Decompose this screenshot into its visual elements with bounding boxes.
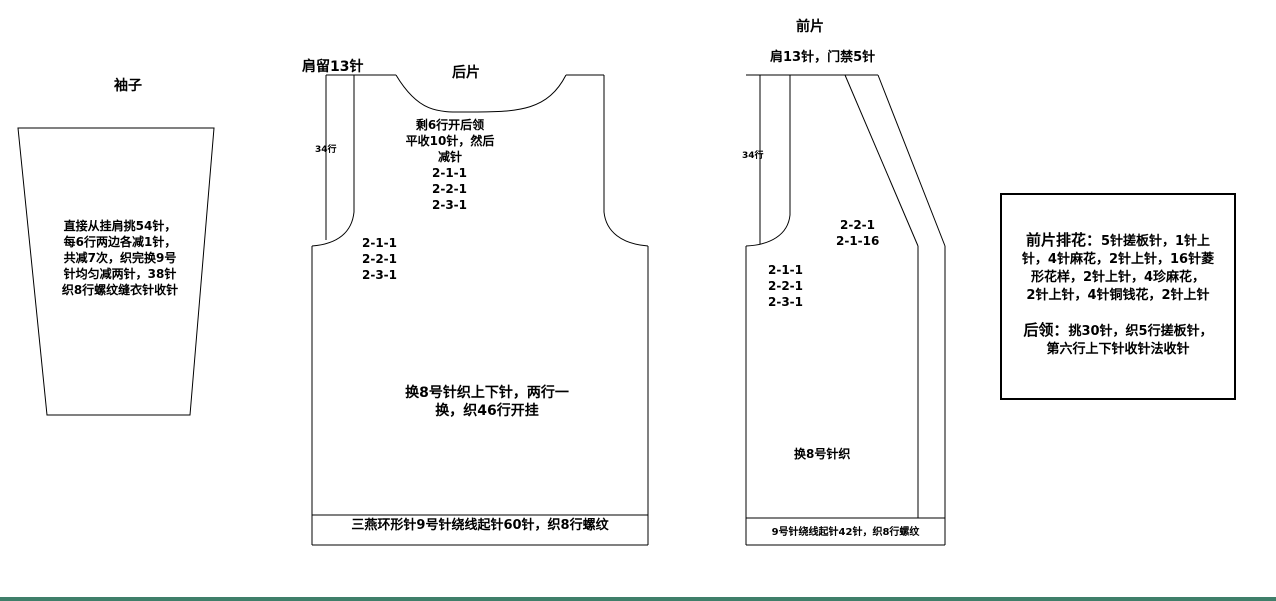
decrease-step: 2-2-1 bbox=[840, 218, 876, 232]
sleeve-outline bbox=[17, 127, 215, 416]
sleeve-note-line: 共减7次，织完换9号 bbox=[63, 251, 177, 265]
decrease-step: 2-3-1 bbox=[362, 268, 398, 282]
front-body-note: 换8号针织 bbox=[794, 447, 851, 461]
decrease-step: 2-2-1 bbox=[362, 252, 398, 266]
front-title: 前片 bbox=[796, 19, 824, 35]
neck-heading: 后领： bbox=[1023, 321, 1069, 339]
decrease-step: 2-1-16 bbox=[836, 234, 880, 248]
pattern-notes: 前片排花：5针搓板针，1针上 针，4针麻花，2针上针，16针菱 形花样，2针上针… bbox=[1006, 231, 1230, 305]
front-ribbing-note: 9号针绕线起针42针，织8行螺纹 bbox=[771, 527, 920, 538]
decrease-step: 2-1-1 bbox=[768, 263, 804, 277]
sleeve-note-line: 织8行螺纹缝衣针收针 bbox=[61, 283, 179, 297]
neck-notes: 后领：挑30针，织5行搓板针， 第六行上下针收针法收针 bbox=[1006, 321, 1230, 359]
back-panel-outline bbox=[311, 74, 649, 546]
front-shoulder-label: 肩13针，门禁5针 bbox=[770, 50, 876, 65]
decrease-step: 2-3-1 bbox=[768, 295, 804, 309]
back-neck-note-line: 平收10针，然后 bbox=[405, 134, 495, 148]
sleeve-note-line: 针均匀减两针，38针 bbox=[63, 267, 177, 281]
back-body-note-line: 换，织46行开挂 bbox=[435, 403, 539, 419]
pattern-notes-box: 前片排花：5针搓板针，1针上 针，4针麻花，2针上针，16针菱 形花样，2针上针… bbox=[1000, 193, 1236, 400]
front-row-label: 34行 bbox=[742, 151, 764, 161]
back-title: 后片 bbox=[452, 65, 480, 81]
sleeve-note-line: 直接从挂肩挑54针， bbox=[63, 219, 177, 233]
back-ribbing-note: 三燕环形针9号针绕线起针60针，织8行螺纹 bbox=[351, 518, 609, 533]
back-body-note-line: 换8号针织上下针，两行一 bbox=[405, 385, 569, 401]
back-neck-decreases: 2-1-1 2-2-1 2-3-1 bbox=[432, 165, 467, 213]
sleeve-notes: 直接从挂肩挑54针， 每6行两边各减1针， 共减7次，织完换9号 针均匀减两针，… bbox=[50, 218, 190, 298]
decrease-step: 2-1-1 bbox=[432, 166, 468, 180]
back-shoulder-label: 肩留13针 bbox=[302, 59, 364, 75]
front-armhole-decreases: 2-1-1 2-2-1 2-3-1 bbox=[768, 262, 803, 310]
front-panel-outline bbox=[745, 74, 946, 546]
decrease-step: 2-2-1 bbox=[768, 279, 804, 293]
back-neck-note-line: 剩6行开后领 bbox=[415, 118, 485, 132]
bottom-rule bbox=[0, 597, 1276, 601]
sleeve-title: 袖子 bbox=[114, 78, 142, 94]
pattern-line: 5针搓板针，1针上 bbox=[1100, 234, 1211, 249]
sleeve-note-line: 每6行两边各减1针， bbox=[63, 235, 177, 249]
back-neck-notes: 剩6行开后领 平收10针，然后 减针 bbox=[385, 117, 515, 165]
back-row-label: 34行 bbox=[315, 145, 337, 155]
front-neck-decreases: 2-2-1 2-1-16 bbox=[836, 217, 879, 249]
neck-line: 挑30针，织5行搓板针， bbox=[1068, 324, 1213, 339]
pattern-line: 2针上针，4针铜钱花，2针上针 bbox=[1026, 288, 1210, 303]
pattern-line: 形花样，2针上针，4珍麻花， bbox=[1030, 270, 1206, 285]
back-neck-note-line: 减针 bbox=[437, 150, 462, 164]
back-armhole-decreases: 2-1-1 2-2-1 2-3-1 bbox=[362, 235, 397, 283]
pattern-line: 针，4针麻花，2针上针，16针菱 bbox=[1021, 252, 1215, 267]
neck-line: 第六行上下针收针法收针 bbox=[1046, 342, 1190, 357]
decrease-step: 2-2-1 bbox=[432, 182, 468, 196]
back-body-notes: 换8号针织上下针，两行一 换，织46行开挂 bbox=[382, 384, 592, 420]
pattern-heading: 前片排花： bbox=[1025, 231, 1101, 249]
decrease-step: 2-3-1 bbox=[432, 198, 468, 212]
decrease-step: 2-1-1 bbox=[362, 236, 398, 250]
